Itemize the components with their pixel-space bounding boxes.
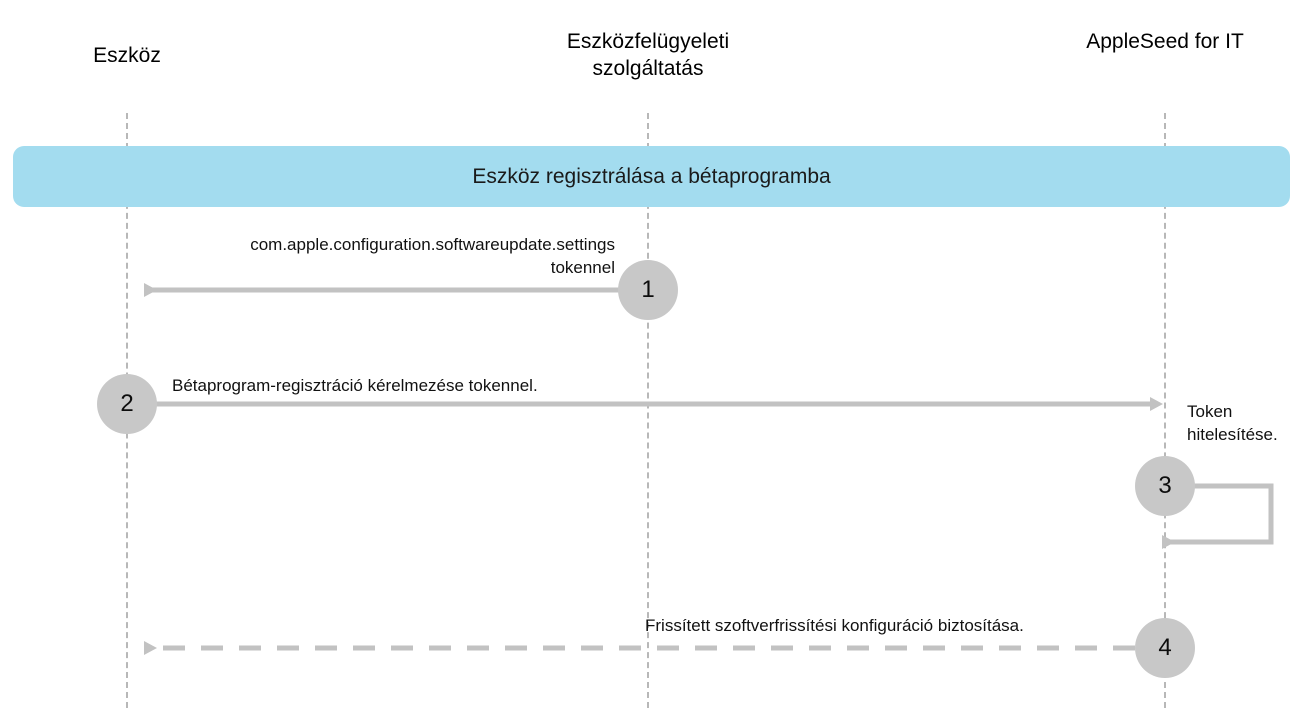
step-marker-4: 4 (1135, 618, 1195, 678)
message-label-3: Token hitelesítése. (1187, 402, 1278, 444)
phase-banner-label: Eszköz regisztrálása a bétaprogramba (472, 164, 831, 188)
lane-header-appleseed: AppleSeed for IT (1086, 30, 1244, 53)
lane-header-mdm: Eszközfelügyeleti szolgáltatás (566, 30, 730, 80)
step-number-1: 1 (641, 276, 655, 303)
step-number-4: 4 (1158, 634, 1172, 661)
message-label-2: Bétaprogram-regisztráció kérelmezése tok… (172, 376, 538, 395)
lifeline-appleseed (1164, 113, 1166, 708)
step-marker-3: 3 (1135, 456, 1195, 516)
step-marker-1: 1 (618, 260, 678, 320)
lifeline-mdm (647, 113, 649, 708)
step-marker-2: 2 (97, 374, 157, 434)
phase-banner: Eszköz regisztrálása a bétaprogramba (13, 146, 1290, 207)
message-label-4: Frissített szoftverfrissítési konfigurác… (645, 616, 1024, 635)
lane-header-device: Eszköz (93, 44, 161, 67)
message-label-1: com.apple.configuration.softwareupdate.s… (250, 235, 615, 277)
step-number-3: 3 (1158, 472, 1172, 499)
message-arrow-3-selfloop (1162, 483, 1274, 549)
step-number-2: 2 (120, 390, 134, 417)
